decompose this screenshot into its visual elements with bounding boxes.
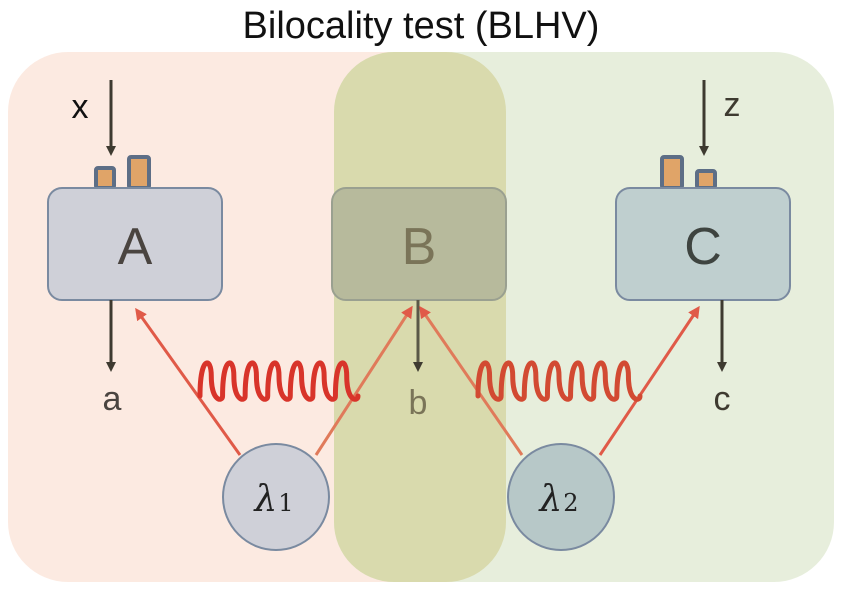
source-lambda2-label: λ2 (537, 479, 578, 520)
box-c (615, 187, 791, 301)
arrow-lambda2-to-b (419, 305, 524, 456)
overlap-region (334, 52, 506, 582)
node-a: A (47, 155, 223, 301)
input-label-z: z (724, 86, 741, 124)
source-lambda2: λ2 (507, 443, 615, 551)
node-c: C (615, 155, 791, 301)
wave-lambda2 (475, 360, 643, 402)
source-lambda1-label: λ1 (252, 479, 293, 520)
box-a (47, 187, 223, 301)
lambda2-index: 2 (563, 489, 578, 517)
output-label-a: a (103, 380, 122, 418)
box-b-label: B (402, 218, 437, 276)
lambda1-symbol: λ (252, 479, 277, 520)
arrow-lambda2-to-c (598, 305, 700, 456)
arrow-lambda1-to-a (135, 307, 242, 456)
knob-c-right (695, 169, 717, 190)
node-b: B (331, 187, 507, 301)
source-lambda1: λ1 (222, 443, 330, 551)
wave-lambda1 (197, 360, 361, 402)
output-label-b: b (409, 384, 428, 422)
box-c-label: C (684, 218, 722, 276)
diagram-title: Bilocality test (BLHV) (242, 5, 600, 47)
source-lambda2-circle (507, 443, 615, 551)
lambda2-symbol: λ (537, 479, 562, 520)
box-a-label: A (118, 218, 153, 276)
output-label-c: c (714, 380, 731, 418)
source-lambda1-circle (222, 443, 330, 551)
knob-c-left (660, 155, 684, 190)
knob-a-left (94, 166, 116, 190)
knob-a-right (127, 155, 151, 190)
input-label-x: x (72, 88, 89, 126)
arrow-lambda1-to-b (314, 305, 413, 456)
lambda1-index: 1 (278, 489, 293, 517)
